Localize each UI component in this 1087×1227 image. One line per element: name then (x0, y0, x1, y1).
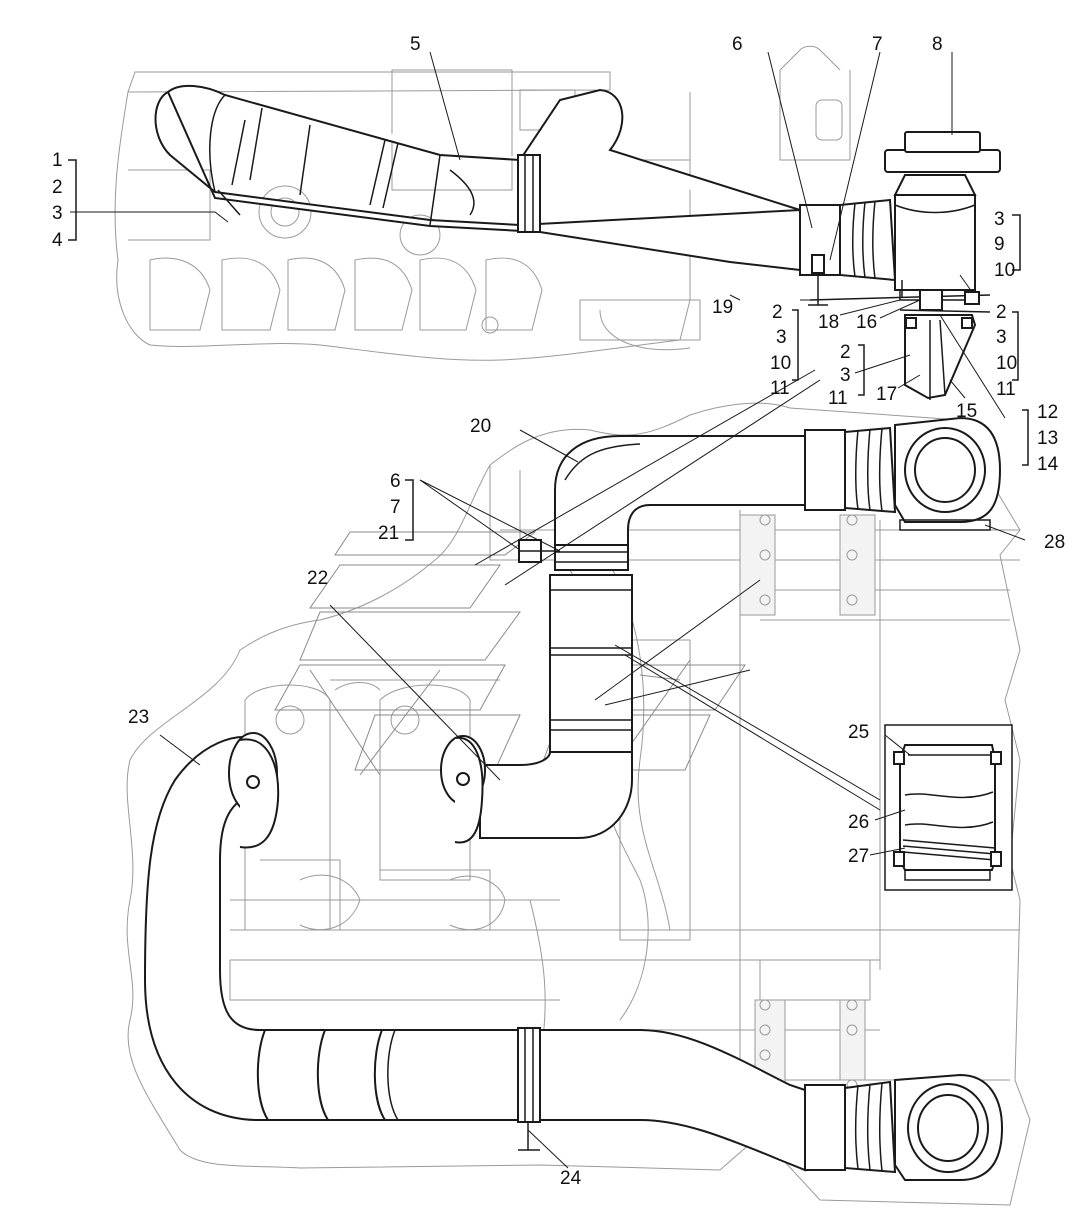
label-27: 27 (848, 846, 869, 867)
label-16: 16 (856, 312, 877, 333)
detail-inset-clamp (884, 724, 1013, 891)
lower-intake-pipe (517, 1027, 1004, 1181)
label-10-right: 10 (996, 353, 1017, 374)
label-26: 26 (848, 812, 869, 833)
vertical-pipe-22 (440, 539, 633, 844)
label-11-left: 11 (770, 378, 790, 399)
engine-top-ghost-outline (114, 45, 851, 361)
label-25: 25 (848, 722, 869, 743)
label-22: 22 (307, 568, 328, 589)
label-19: 19 (712, 297, 733, 318)
label-11-right: 11 (996, 379, 1016, 400)
intake-pipe-19 (154, 84, 801, 272)
top-coupling-6-7 (799, 198, 897, 306)
label-18: 18 (818, 312, 839, 333)
label-3-right: 3 (996, 327, 1007, 348)
label-11-mid: 11 (828, 388, 848, 409)
label-2-right: 2 (996, 302, 1007, 323)
label-2: 2 (52, 177, 63, 198)
label-2-mid: 2 (840, 342, 851, 363)
label-20: 20 (470, 416, 491, 437)
intake-elbow-20 (554, 426, 897, 546)
chassis-bolt-holes (759, 514, 858, 1116)
label-8: 8 (932, 34, 943, 55)
label-6: 6 (732, 34, 743, 55)
label-10-left: 10 (770, 353, 791, 374)
label-2-mount: 2 (772, 302, 783, 323)
part-labels: 1 2 3 4 5 6 7 8 3 9 10 19 2 18 16 2 3 10… (52, 34, 1065, 1189)
label-3-filter: 3 (994, 209, 1005, 230)
label-6-bottom: 6 (390, 471, 401, 492)
cylinder-heads-row (149, 257, 543, 331)
label-1: 1 (52, 150, 63, 171)
label-23: 23 (128, 707, 149, 728)
air-filter-housing-28 (894, 416, 1002, 531)
corrugated-hose-top (839, 198, 897, 282)
label-10: 10 (994, 260, 1015, 281)
air-cleaner-8 (884, 131, 1001, 301)
label-28: 28 (1044, 532, 1065, 553)
long-elbow-pipe-23 (143, 732, 521, 1121)
label-15: 15 (956, 401, 977, 422)
label-17: 17 (876, 384, 897, 405)
label-13: 13 (1037, 428, 1058, 449)
label-4: 4 (52, 230, 63, 251)
label-9: 9 (994, 234, 1005, 255)
label-3: 3 (52, 203, 63, 224)
label-21: 21 (378, 523, 399, 544)
label-7: 7 (872, 34, 883, 55)
label-24: 24 (560, 1168, 582, 1189)
label-5: 5 (410, 34, 421, 55)
label-3-left: 3 (776, 327, 787, 348)
chassis-bottom-ghost-outline (126, 402, 1031, 1206)
grouping-brackets (68, 159, 1029, 541)
support-bracket-15-17 (904, 314, 977, 400)
label-7-bottom: 7 (390, 497, 401, 518)
label-14: 14 (1037, 454, 1059, 475)
label-3-mid: 3 (840, 365, 851, 386)
turbo-housings-ghost (229, 679, 560, 1001)
transparent-plane-sections (274, 531, 746, 776)
label-12: 12 (1037, 402, 1058, 423)
leader-lines (70, 51, 1026, 1169)
